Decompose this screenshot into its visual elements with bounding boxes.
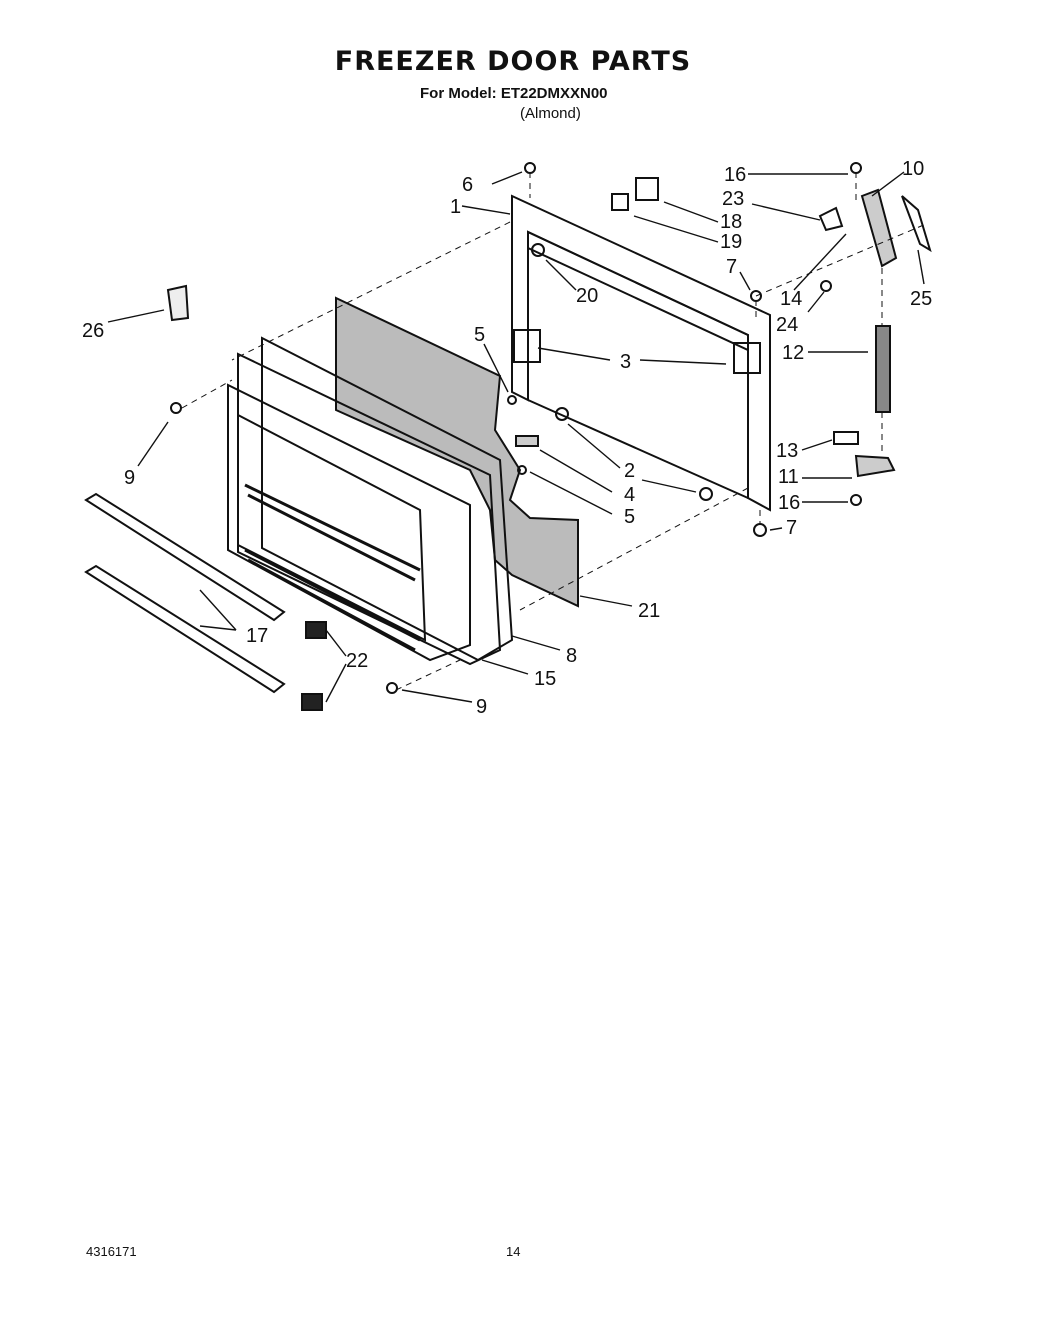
screw-part <box>386 682 398 694</box>
bushing-part <box>531 243 545 257</box>
washer-part <box>753 523 767 537</box>
callout-label: 7 <box>786 517 797 539</box>
callout-label: 1 <box>450 196 461 218</box>
shelf-rails <box>84 492 286 694</box>
door-shelves <box>244 483 421 652</box>
callout-label: 4 <box>624 484 635 506</box>
screw-part <box>850 494 862 506</box>
callout-label: 8 <box>566 645 577 667</box>
door-handle <box>875 325 891 413</box>
spacer-part <box>635 177 659 201</box>
callout-label: 2 <box>624 460 635 482</box>
callout-label: 18 <box>720 211 742 233</box>
bushing-part <box>555 407 569 421</box>
callout-label: 24 <box>776 314 798 336</box>
callout-label: 19 <box>720 231 742 253</box>
callout-label: 5 <box>474 324 485 346</box>
callout-label: 21 <box>638 600 660 622</box>
callout-label: 7 <box>726 256 737 278</box>
handle-trim <box>901 195 932 253</box>
callout-label: 16 <box>724 164 746 186</box>
screw-part <box>820 280 832 292</box>
callout-label: 3 <box>620 351 631 373</box>
hinge-part <box>515 435 539 447</box>
plate-part <box>833 431 859 445</box>
rail-end-cap-lower <box>301 693 323 711</box>
rail-end-cap-upper <box>305 621 327 639</box>
page-number: 14 <box>506 1244 521 1259</box>
document-number: 4316171 <box>86 1244 137 1259</box>
screw-part <box>850 162 862 174</box>
bushing-part <box>699 487 713 501</box>
callout-label: 9 <box>124 467 135 489</box>
callout-label: 9 <box>476 696 487 718</box>
callout-label: 6 <box>462 174 473 196</box>
callout-label: 16 <box>778 492 800 514</box>
callout-label: 23 <box>722 188 744 210</box>
screw-part <box>517 465 527 475</box>
callout-label: 5 <box>624 506 635 528</box>
door-liner <box>227 336 514 666</box>
page-title: FREEZER DOOR PARTS <box>334 46 692 77</box>
color-variant: (Almond) <box>520 105 581 122</box>
handle-bracket-top <box>860 188 898 268</box>
callout-label: 20 <box>576 285 598 307</box>
model-number: For Model: ET22DMXXN00 <box>420 85 608 102</box>
spacer-part <box>611 193 629 211</box>
handle-bracket-bottom <box>854 454 896 478</box>
callout-label: 10 <box>902 158 924 180</box>
screw-part <box>507 395 517 405</box>
screw-part <box>524 162 536 174</box>
callout-label: 15 <box>534 668 556 690</box>
foam-insulation <box>335 296 579 608</box>
cap-part <box>818 206 844 232</box>
callout-label: 11 <box>778 466 799 488</box>
callout-label: 14 <box>780 288 802 310</box>
callout-label: 17 <box>246 625 268 647</box>
callout-label: 26 <box>82 320 104 342</box>
clip-part <box>166 284 190 322</box>
callout-label: 25 <box>910 288 932 310</box>
screw-part <box>170 402 182 414</box>
door-panel-frame <box>511 194 771 512</box>
callout-label: 22 <box>346 650 368 672</box>
callout-label: 13 <box>776 440 798 462</box>
callout-label: 12 <box>782 342 804 364</box>
